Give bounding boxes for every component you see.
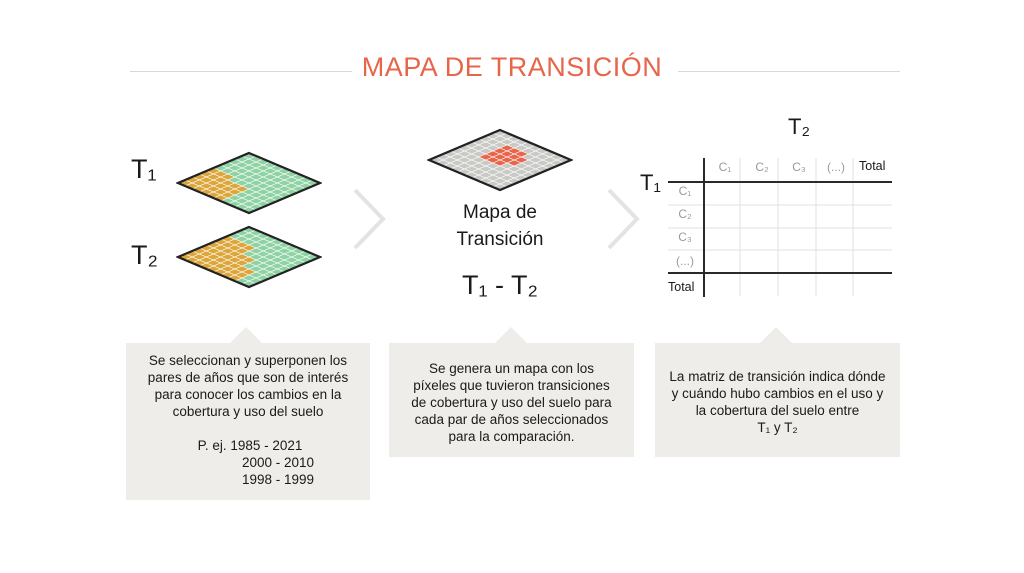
matrix-row-header: C₂: [678, 207, 692, 221]
matrix-row-header: C₁: [678, 184, 692, 198]
title-rule-right: [678, 71, 900, 72]
caption-line-2: Transición: [456, 229, 544, 250]
transition-map-caption: Mapa de Transición: [415, 199, 585, 253]
description-box-map: [389, 343, 634, 457]
box-line: Se seleccionan y superponen los: [148, 353, 348, 368]
matrix-row-header: (...): [676, 254, 694, 268]
caption-line-1: Mapa de: [463, 202, 537, 223]
example-label: P. ej. 1985 - 2021: [197, 438, 303, 453]
matrix-top-label: T₂: [788, 114, 810, 139]
description-text-matrix: La matriz de transición indica dónde y c…: [655, 368, 900, 436]
box-line: Se genera un mapa con los: [428, 361, 595, 376]
matrix-col-header-total: Total: [859, 159, 886, 173]
box-line: cobertura y uso del suelo: [172, 404, 324, 419]
transition-matrix-grid: [668, 158, 892, 297]
map-t1: [176, 151, 322, 215]
box-line: y cuándo hubo cambios en el uso y: [671, 386, 884, 401]
matrix-row-header: C₃: [678, 230, 692, 244]
transition-map: [427, 128, 573, 192]
description-box-selection: [126, 343, 370, 500]
page-title: MAPA DE TRANSICIÓN: [361, 52, 663, 82]
chevron-right-icon: [353, 188, 386, 250]
box-line: la cobertura del suelo entre: [695, 403, 860, 418]
example-year: 1998 - 1999: [241, 472, 315, 487]
matrix-col-header: (...): [827, 160, 845, 174]
description-text-selection: Se seleccionan y superponen los pares de…: [126, 352, 370, 488]
box-line: de cobertura y uso del suelo para: [411, 395, 612, 410]
t1-label: T₁: [131, 154, 157, 184]
matrix-col-header: C₁: [718, 160, 732, 174]
matrix-col-header: C₃: [792, 160, 806, 174]
box-line: para conocer los cambios en la: [154, 387, 342, 402]
description-box-matrix: [655, 343, 900, 457]
callout-pointer: [758, 327, 794, 345]
difference-formula: T₁ - T₂: [461, 270, 539, 300]
t2-label: T₂: [131, 240, 158, 270]
box-line: La matriz de transición indica dónde: [669, 369, 886, 384]
callout-pointer: [228, 327, 264, 345]
description-text-map: Se genera un mapa con los píxeles que tu…: [389, 360, 634, 445]
title-rule-left: [130, 71, 352, 72]
map-outline: [176, 225, 322, 289]
chevron-right-icon: [607, 188, 640, 250]
matrix-side-label: T₁: [640, 170, 661, 195]
matrix-col-header: C₂: [755, 160, 769, 174]
box-line: T₁ y T₂: [757, 420, 798, 435]
map-outline: [176, 151, 322, 215]
matrix-row-header-total: Total: [668, 280, 695, 294]
map-t2: [176, 225, 322, 289]
callout-pointer: [493, 327, 529, 345]
map-outline: [427, 128, 573, 192]
box-line: píxeles que tuvieron transiciones: [413, 378, 610, 393]
box-line: cada par de años seleccionados: [414, 412, 609, 427]
example-year: 2000 - 2010: [241, 455, 315, 470]
box-line: para la comparación.: [448, 429, 575, 444]
box-line: pares de años que son de interés: [147, 370, 349, 385]
